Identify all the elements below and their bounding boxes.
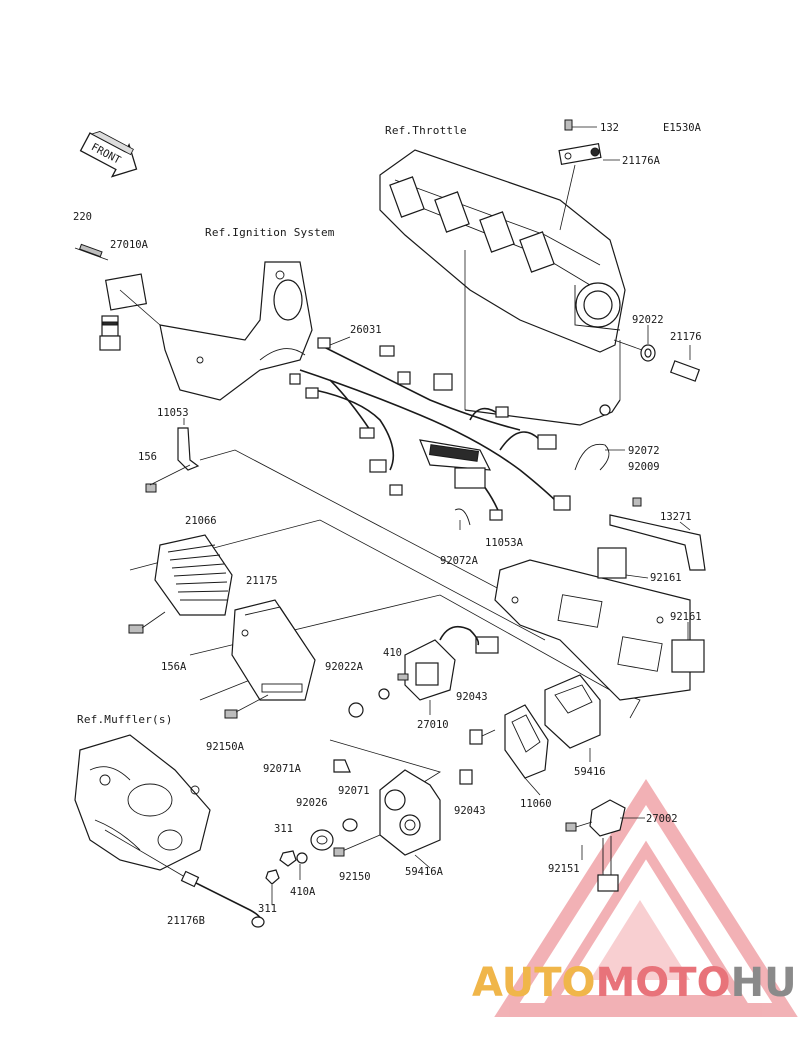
label-11060: 11060 — [520, 798, 552, 810]
label-92071: 92071 — [338, 785, 370, 797]
label-21175: 21175 — [246, 575, 278, 587]
temp-sensor — [613, 325, 701, 382]
label-21176A: 21176A — [622, 155, 661, 167]
front-arrow-icon: FRONT — [79, 131, 138, 178]
main-bracket — [494, 559, 691, 701]
damper-pads — [597, 547, 705, 673]
label-92043-b: 92043 — [454, 805, 486, 817]
muffler — [74, 734, 211, 871]
label-13271: 13271 — [660, 511, 692, 523]
label-410: 410 — [383, 647, 402, 659]
watermark-part1: AUTO — [472, 960, 596, 1006]
strap-13271 — [609, 497, 706, 571]
label-92150A: 92150A — [206, 741, 245, 753]
label-11053: 11053 — [157, 407, 189, 419]
label-27010A: 27010A — [110, 239, 149, 251]
o2-sensor — [104, 829, 308, 928]
label-27010: 27010 — [417, 719, 449, 731]
part-labels: E1530A Ref.Throttle Ref.Ignition System … — [73, 122, 702, 927]
relay — [565, 799, 645, 892]
regulator — [128, 534, 233, 634]
label-92009: 92009 — [628, 461, 660, 473]
label-132: 132 — [600, 122, 619, 134]
label-59416A: 59416A — [405, 866, 444, 878]
ignition-bracket — [159, 261, 313, 401]
label-21176B: 21176B — [167, 915, 205, 927]
label-92072: 92072 — [628, 445, 660, 457]
ref-muffler: Ref.Muffler(s) — [77, 713, 173, 726]
label-156: 156 — [138, 451, 157, 463]
small-bracket — [145, 418, 200, 493]
label-92161-b: 92161 — [670, 611, 702, 623]
ignition-coil — [74, 243, 161, 351]
label-92151: 92151 — [548, 863, 580, 875]
label-92022: 92022 — [632, 314, 664, 326]
diagram-code: E1530A — [663, 122, 702, 134]
throttle-sensor — [558, 119, 620, 231]
label-92072A: 92072A — [440, 555, 479, 567]
label-26031: 26031 — [350, 324, 382, 336]
label-220: 220 — [73, 211, 92, 223]
ref-ignition: Ref.Ignition System — [205, 226, 335, 239]
label-11053A: 11053A — [485, 537, 524, 549]
label-21066: 21066 — [185, 515, 217, 527]
label-92043-a: 92043 — [456, 691, 488, 703]
watermark-logo — [494, 778, 798, 1017]
label-59416: 59416 — [574, 766, 606, 778]
label-92161-a: 92161 — [650, 572, 682, 584]
ecu-module — [224, 599, 316, 719]
svg-text:AUTOMOTOHUB: AUTOMOTOHUB — [472, 960, 800, 1006]
label-410A: 410A — [290, 886, 316, 898]
wiring-harness — [289, 336, 571, 521]
label-92150: 92150 — [339, 871, 371, 883]
cable-clamps — [454, 443, 625, 530]
watermark-part2: MOTO — [596, 960, 731, 1006]
label-27002: 27002 — [646, 813, 678, 825]
label-21176: 21176 — [670, 331, 702, 343]
solenoid — [348, 625, 499, 718]
throttle-body — [379, 149, 626, 426]
label-311-a: 311 — [274, 823, 293, 835]
label-156A: 156A — [161, 661, 187, 673]
label-92022A: 92022A — [325, 661, 364, 673]
ref-throttle: Ref.Throttle — [385, 124, 467, 137]
label-311-b: 311 — [258, 903, 277, 915]
watermark-text: AUTOMOTOHUB — [472, 960, 800, 1006]
valve-body — [459, 674, 601, 796]
valve-body-a — [310, 759, 441, 869]
label-92071A: 92071A — [263, 763, 302, 775]
label-92026: 92026 — [296, 797, 328, 809]
watermark-part3: HUB — [731, 960, 800, 1006]
